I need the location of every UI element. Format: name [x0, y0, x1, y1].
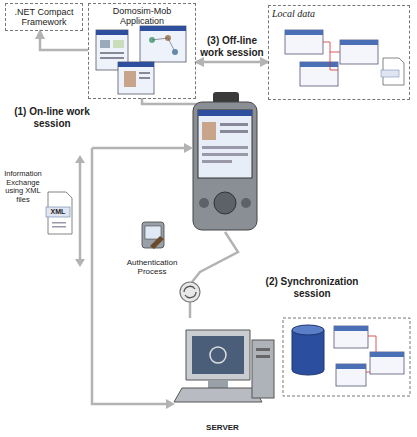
local-tables: [285, 30, 404, 86]
pda-device: [193, 92, 257, 230]
session-label: (1) On-line work session: [12, 106, 92, 129]
server-data: [283, 318, 410, 396]
application-box: Domosim-Mob Application: [88, 3, 196, 99]
connector-arrow: [40, 31, 88, 50]
authentication-icon: [142, 222, 164, 249]
node-text: Domosim-Mob Application: [92, 6, 192, 27]
local-data-box: Local data: [268, 5, 410, 100]
server-computer: [174, 330, 274, 402]
server-node: SERVER: [165, 316, 280, 434]
sync-link: [190, 232, 238, 318]
node-text: SERVER: [168, 423, 277, 432]
xml-file-icon: [46, 192, 72, 234]
session-label: (2) Synchronization session: [262, 276, 362, 299]
online-lines: [80, 148, 186, 404]
online-arrowheads: [75, 143, 193, 409]
connector-arrow: [196, 61, 268, 64]
framework-box: .NET Compact Framework: [5, 3, 83, 31]
authentication-node: Authentication Process: [116, 218, 188, 278]
icon-text: XML: [46, 208, 70, 216]
note-text: Information Exchange using XML files: [0, 170, 46, 205]
app-screens: [96, 26, 186, 94]
sync-symbol: [180, 282, 200, 302]
edge-label: (3) Off-line work session: [194, 35, 270, 58]
node-text: Local data: [272, 8, 406, 20]
node-text: .NET Compact Framework: [9, 7, 79, 28]
node-text: Authentication Process: [119, 258, 185, 276]
